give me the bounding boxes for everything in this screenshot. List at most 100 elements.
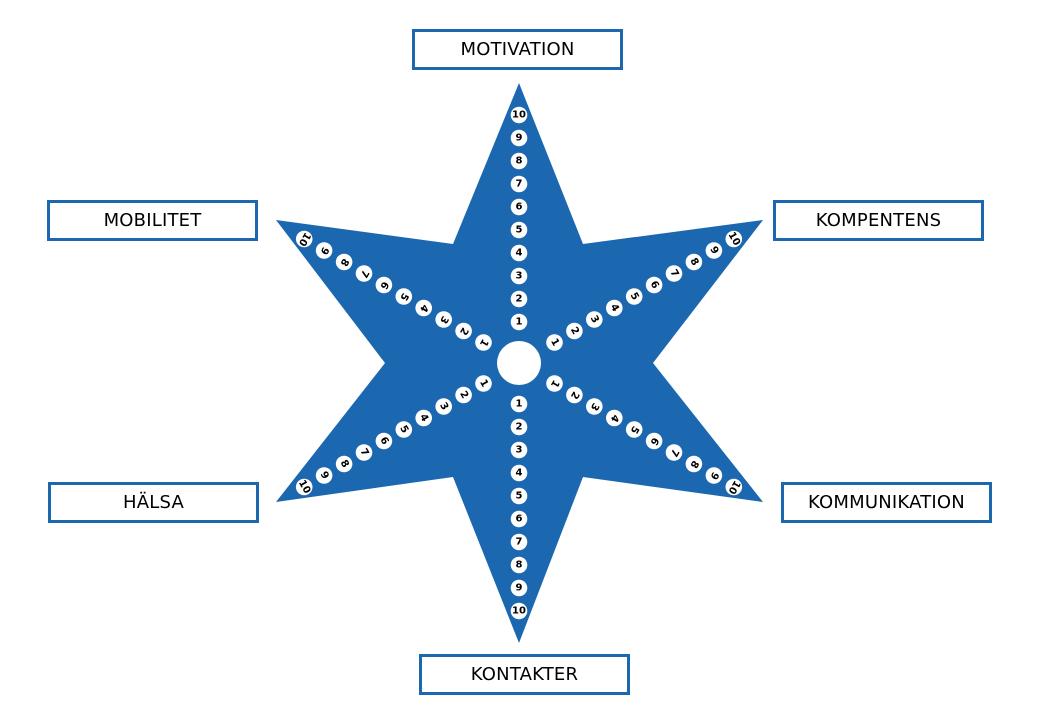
scale-badge-mobilitet-7 — [355, 265, 373, 282]
scale-badge-motivation-8 — [510, 152, 528, 170]
scale-number-kommunikation-7: 7 — [667, 447, 680, 459]
scale-badge-halsa-5 — [395, 421, 413, 438]
scale-badge-kontakter-2 — [510, 418, 528, 436]
scale-badge-motivation-6 — [510, 198, 528, 216]
scale-number-kompentens-1: 1 — [548, 337, 561, 349]
scale-badge-halsa-6 — [375, 432, 393, 450]
scale-badge-kontakter-8 — [510, 556, 528, 574]
scale-badge-halsa-9 — [315, 467, 333, 484]
scale-badge-motivation-7 — [510, 175, 528, 193]
label-motivation-text: MOTIVATION — [460, 39, 575, 60]
scale-badge-kompentens-6 — [645, 276, 663, 294]
scale-badge-halsa-7 — [355, 444, 373, 461]
scale-number-halsa-9: 9 — [318, 470, 331, 482]
scale-badge-kontakter-5 — [510, 487, 528, 505]
label-kommunikation: KOMMUNIKATION — [781, 482, 992, 523]
scale-number-kommunikation-8: 8 — [687, 458, 700, 470]
scale-number-kommunikation-4: 4 — [608, 412, 621, 424]
scale-number-kompentens-7: 7 — [667, 268, 680, 280]
scale-number-kompentens-4: 4 — [608, 302, 621, 314]
scale-number-kontakter-5: 5 — [516, 491, 523, 502]
scale-badge-kompentens-4 — [606, 299, 623, 317]
scale-badge-kompentens-10 — [725, 230, 743, 248]
scale-number-kommunikation-3: 3 — [588, 401, 601, 413]
scale-badge-kommunikation-8 — [685, 455, 703, 473]
scale-badge-kontakter-10 — [510, 602, 528, 620]
scale-number-kontakter-2: 2 — [516, 422, 523, 433]
label-mobilitet: MOBILITET — [47, 200, 258, 241]
scale-badge-kompentens-5 — [625, 288, 643, 305]
scale-badge-kommunikation-1 — [546, 375, 563, 392]
scale-number-kontakter-7: 7 — [516, 537, 523, 548]
scale-badge-kontakter-9 — [510, 579, 528, 597]
scale-number-kompentens-3: 3 — [588, 314, 601, 326]
scale-number-halsa-8: 8 — [338, 458, 351, 470]
scale-badge-motivation-2 — [510, 290, 528, 308]
scale-number-kontakter-1: 1 — [516, 399, 523, 410]
scale-number-kontakter-8: 8 — [516, 560, 523, 571]
scale-badge-halsa-1 — [475, 375, 492, 392]
scale-badge-halsa-10 — [295, 478, 313, 496]
scale-badge-kontakter-7 — [510, 533, 528, 551]
scale-number-halsa-5: 5 — [397, 424, 410, 436]
scale-number-halsa-6: 6 — [377, 435, 390, 447]
scale-number-motivation-9: 9 — [516, 133, 523, 144]
scale-number-motivation-3: 3 — [516, 271, 523, 282]
scale-number-kommunikation-1: 1 — [548, 378, 561, 390]
scale-number-motivation-4: 4 — [516, 248, 523, 259]
scale-badge-mobilitet-9 — [315, 242, 333, 259]
scale-number-kompentens-8: 8 — [687, 256, 700, 268]
scale-badge-kompentens-8 — [685, 253, 703, 271]
scale-badge-kommunikation-10 — [725, 478, 743, 496]
scale-badge-kontakter-4 — [510, 464, 528, 482]
label-kontakter-text: KONTAKTER — [470, 664, 579, 685]
scale-badge-mobilitet-5 — [395, 288, 413, 305]
scales: 1234567891012345678910123456789101234567… — [295, 106, 743, 620]
scale-badge-halsa-2 — [455, 386, 472, 404]
scale-badge-mobilitet-8 — [335, 253, 353, 271]
scale-number-motivation-6: 6 — [516, 202, 523, 213]
scale-badge-motivation-4 — [510, 244, 528, 262]
scale-badge-kontakter-1 — [510, 395, 528, 413]
scale-badge-mobilitet-3 — [435, 311, 453, 328]
scale-number-kommunikation-2: 2 — [568, 389, 581, 401]
scale-number-motivation-8: 8 — [516, 156, 523, 167]
scale-badge-kommunikation-9 — [705, 467, 723, 484]
scale-badge-motivation-1 — [510, 313, 528, 331]
scale-badge-halsa-8 — [335, 455, 353, 473]
center-hub — [497, 341, 541, 385]
label-halsa: HÄLSA — [48, 482, 259, 523]
label-kommunikation-text: KOMMUNIKATION — [808, 492, 965, 513]
scale-badge-kommunikation-6 — [645, 432, 663, 450]
scale-badge-kommunikation-3 — [586, 398, 603, 415]
scale-number-kommunikation-6: 6 — [648, 435, 661, 447]
scale-number-mobilitet-3: 3 — [437, 314, 450, 326]
scale-badge-halsa-3 — [435, 398, 453, 415]
scale-number-motivation-1: 1 — [516, 317, 523, 328]
scale-badge-kommunikation-5 — [625, 421, 643, 438]
scale-number-mobilitet-7: 7 — [357, 268, 370, 280]
scale-number-motivation-5: 5 — [516, 225, 523, 236]
scale-badge-mobilitet-1 — [475, 334, 492, 351]
scale-badge-kontakter-6 — [510, 510, 528, 528]
scale-number-mobilitet-2: 2 — [457, 325, 470, 337]
scale-number-mobilitet-4: 4 — [417, 302, 430, 314]
scale-badge-mobilitet-4 — [415, 299, 433, 317]
scale-number-motivation-7: 7 — [516, 179, 523, 190]
scale-badge-mobilitet-2 — [455, 322, 472, 340]
scale-badge-kompentens-7 — [665, 265, 683, 282]
scale-number-mobilitet-6: 6 — [377, 279, 390, 291]
scale-badge-halsa-4 — [415, 409, 433, 427]
scale-badge-kontakter-3 — [510, 441, 528, 459]
label-mobilitet-text: MOBILITET — [103, 210, 202, 231]
scale-badge-mobilitet-10 — [295, 230, 313, 248]
scale-number-halsa-2: 2 — [457, 389, 470, 401]
scale-number-motivation-2: 2 — [516, 294, 523, 305]
scale-number-kompentens-6: 6 — [648, 279, 661, 291]
scale-number-kontakter-10: 10 — [512, 606, 526, 617]
scale-number-kompentens-2: 2 — [568, 325, 581, 337]
scale-badge-motivation-9 — [510, 129, 528, 147]
scale-badge-kompentens-3 — [586, 311, 603, 328]
label-kompentens-text: KOMPENTENS — [815, 210, 942, 231]
